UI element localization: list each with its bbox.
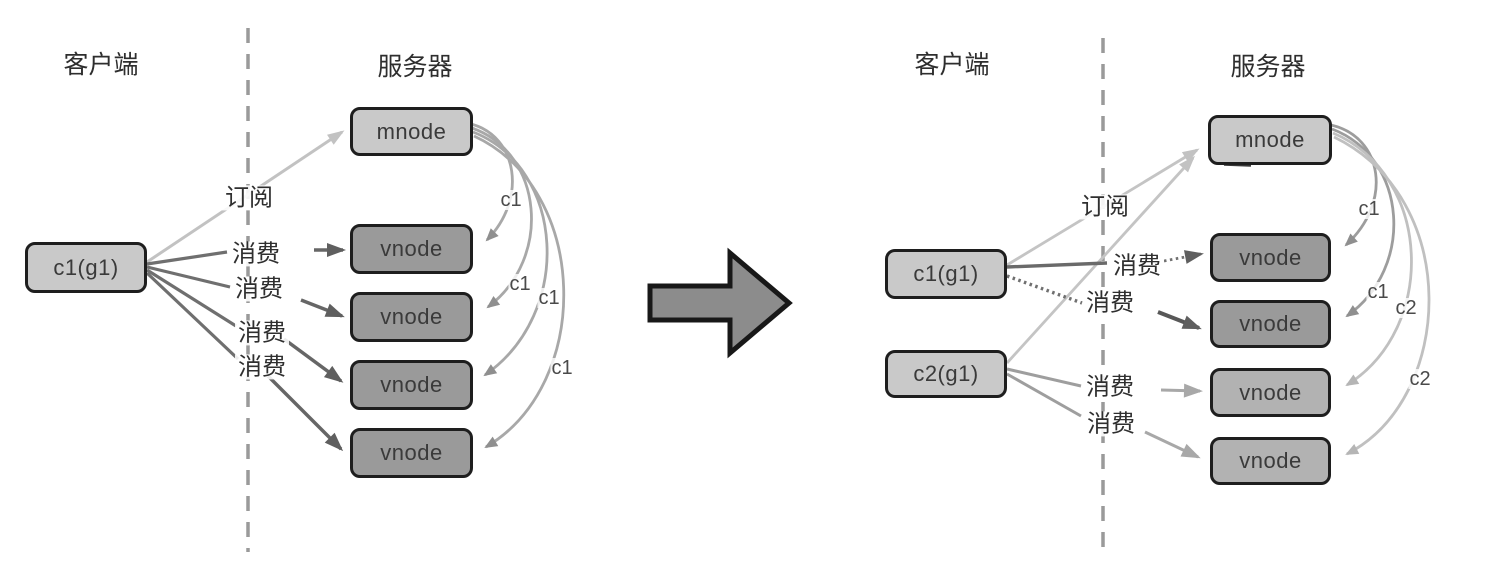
- right-curve-label-1: c1: [1357, 198, 1381, 220]
- right-client-heading: 客户端: [914, 51, 990, 79]
- right-consume-label-4: 消费: [1084, 411, 1138, 437]
- left-mnode-vnode-curve-4: [473, 134, 566, 449]
- right-client-node-c1-label: c1(g1): [913, 261, 979, 286]
- left-client-heading: 客户端: [63, 51, 139, 79]
- left-vnode-2-label: vnode: [380, 304, 443, 329]
- left-mnode-vnode-curve-3: [472, 130, 549, 377]
- right-mnode-vnode-curve-4: [1333, 135, 1431, 456]
- right-consume-arrow-c1-1: [1163, 250, 1204, 264]
- left-client-node-c1-label: c1(g1): [53, 254, 119, 280]
- right-client-node-c2: c2(g1): [885, 350, 1007, 398]
- right-mnode: mnode: [1208, 115, 1332, 165]
- left-consume-line-1: [146, 250, 228, 266]
- left-curve-label-2: c1: [508, 273, 532, 295]
- left-consume-line-4: [145, 271, 240, 361]
- right-server-heading: 服务器: [1230, 53, 1306, 81]
- right-client-node-c2-label: c2(g1): [913, 361, 979, 386]
- left-curve-label-4: c1: [550, 357, 574, 379]
- right-consume-label-3: 消费: [1083, 374, 1137, 400]
- left-vnode-2: vnode: [350, 292, 473, 342]
- left-consume-line-2: [146, 265, 231, 289]
- right-consume-label-2: 消费: [1083, 290, 1137, 316]
- left-consume-label-3: 消费: [235, 320, 289, 346]
- left-client-node-c1: c1(g1): [25, 242, 147, 293]
- right-vnode-3-label: vnode: [1239, 379, 1302, 405]
- big-transition-arrow: [647, 247, 793, 359]
- left-vnode-3: vnode: [350, 360, 473, 410]
- right-curve-label-2: c1: [1366, 281, 1390, 303]
- right-consume-line-c2-2: [1006, 372, 1082, 418]
- right-consume-arrow-c1-2: [1157, 310, 1202, 330]
- right-mnode-vnode-curve-1: [1330, 123, 1378, 247]
- left-server-heading: 服务器: [377, 53, 453, 81]
- left-mnode: mnode: [350, 107, 473, 156]
- left-vnode-3-label: vnode: [380, 372, 443, 397]
- right-vnode-3: vnode: [1210, 368, 1331, 417]
- left-consume-label-1: 消费: [229, 241, 283, 267]
- right-vnode-4-label: vnode: [1239, 448, 1302, 473]
- left-consume-label-4: 消费: [235, 354, 289, 380]
- right-mnode-label: mnode: [1235, 127, 1305, 152]
- right-curve-label-4: c2: [1408, 368, 1432, 390]
- right-consume-line-c2-1: [1006, 367, 1082, 388]
- left-vnode-1-label: vnode: [380, 236, 443, 261]
- right-consume-arrow-c2-1: [1160, 383, 1203, 398]
- right-subscribe-line-c2: [1005, 155, 1196, 364]
- right-curve-label-3: c2: [1394, 297, 1418, 319]
- right-vnode-2: vnode: [1210, 300, 1331, 348]
- right-vnode-4: vnode: [1210, 437, 1331, 485]
- left-consume-label-2: 消费: [232, 276, 286, 302]
- right-vnode-1-label: vnode: [1239, 244, 1302, 270]
- right-consume-line-c1-2: [1006, 274, 1083, 305]
- left-vnode-1: vnode: [350, 224, 473, 274]
- left-vnode-4-label: vnode: [380, 440, 443, 465]
- left-mnode-label: mnode: [376, 118, 447, 144]
- right-mnode-vnode-curve-3: [1332, 131, 1413, 387]
- left-curve-label-1: c1: [499, 189, 523, 211]
- right-vnode-1: vnode: [1210, 233, 1331, 282]
- left-consume-arrow-4: [266, 374, 344, 452]
- left-mnode-vnode-curve-1: [470, 122, 514, 242]
- right-subscribe-label: 订阅: [1078, 194, 1132, 220]
- right-consume-arrow-c2-2: [1144, 430, 1201, 459]
- right-consume-label-1: 消费: [1110, 253, 1164, 279]
- left-consume-arrow-2: [300, 298, 345, 318]
- right-client-node-c1: c1(g1): [885, 249, 1007, 299]
- right-vnode-2-label: vnode: [1239, 311, 1302, 336]
- left-consume-line-3: [146, 268, 237, 328]
- left-consume-arrow-3: [282, 337, 344, 383]
- right-consume-line-c1-1: [1006, 261, 1108, 269]
- left-subscribe-label: 订阅: [222, 185, 276, 211]
- left-curve-label-3: c1: [537, 287, 561, 309]
- left-vnode-4: vnode: [350, 428, 473, 478]
